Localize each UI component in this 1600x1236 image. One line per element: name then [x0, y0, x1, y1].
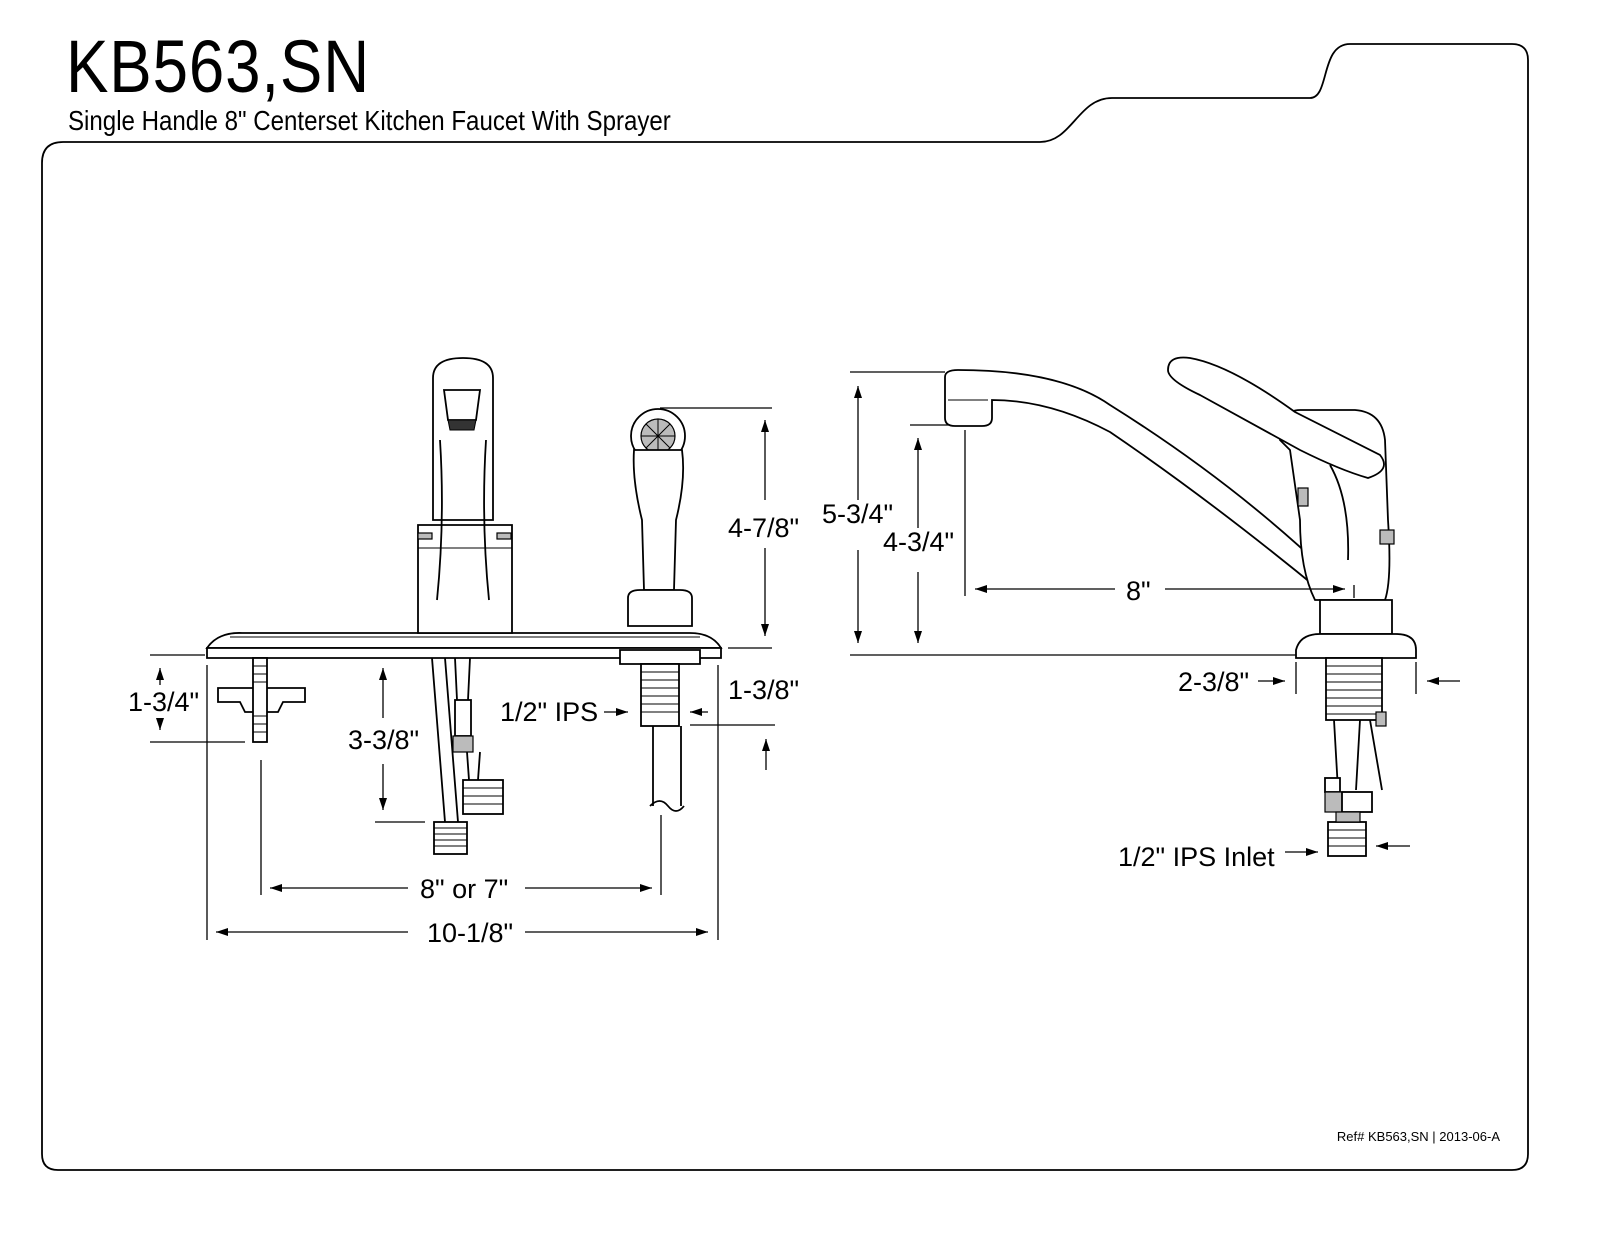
dim-deck-below: 1-3/4" — [128, 687, 199, 717]
dim-centers: 8" or 7" — [420, 874, 508, 904]
faucet-body-side — [1167, 356, 1417, 659]
dim-sprayer-shank: 1-3/8" — [728, 675, 799, 705]
product-description: Single Handle 8" Centerset Kitchen Fauce… — [68, 105, 671, 136]
side-dimensions — [850, 371, 1460, 856]
faucet-body-front — [417, 357, 513, 634]
deck-plate — [205, 632, 723, 649]
side-view: 5-3/4" 4-3/4" 8" 2-3/8" 1/2" IPS Inlet — [822, 356, 1460, 872]
dim-plate-width: 10-1/8" — [427, 918, 513, 948]
supply-lines — [431, 657, 504, 855]
dim-overall-height: 5-3/4" — [822, 499, 893, 529]
deck-plate-rim — [206, 647, 722, 659]
dim-sprayer-height: 4-7/8" — [728, 513, 799, 543]
side-sprayer — [619, 408, 701, 812]
front-dimensions — [150, 407, 775, 940]
dim-inlet: 1/2" IPS Inlet — [1118, 842, 1275, 872]
dim-spout-reach: 8" — [1126, 576, 1151, 606]
shank-and-supply — [1324, 657, 1387, 857]
mounting-bolt — [217, 657, 306, 743]
dim-base-diameter: 2-3/8" — [1178, 667, 1249, 697]
dim-spout-height: 4-3/4" — [883, 527, 954, 557]
front-view: 4-7/8" 1-3/4" 3-3/8" 1/2" IPS 1-3/8" 8" … — [128, 357, 799, 948]
dim-ips-connection: 1/2" IPS — [500, 697, 598, 727]
model-number: KB563,SN — [66, 25, 371, 108]
sheet-border — [41, 43, 1529, 1171]
reference-number: Ref# KB563,SN | 2013-06-A — [1337, 1129, 1500, 1144]
spout — [944, 369, 1326, 594]
dim-supply-length: 3-3/8" — [348, 725, 419, 755]
